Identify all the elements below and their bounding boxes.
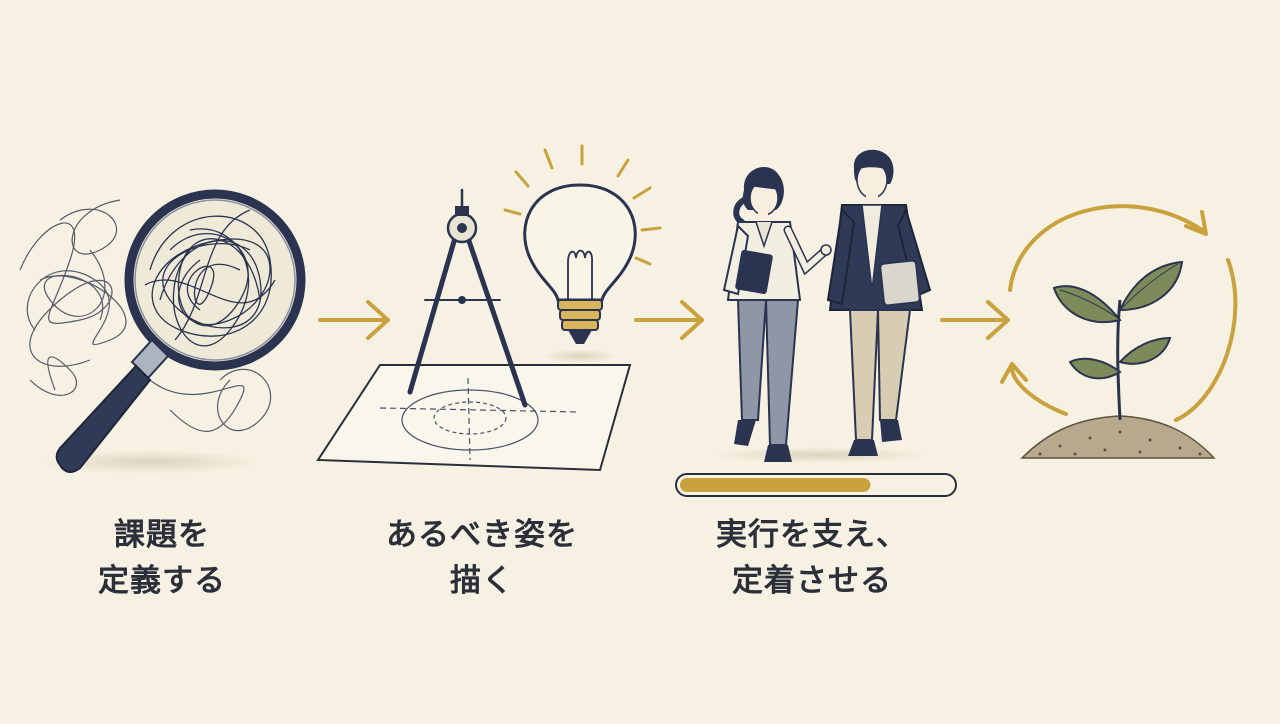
caption-line-2: 定着させる [732,563,892,599]
progress-fill [680,478,871,492]
arrow-right-icon [634,300,704,340]
magnifying-glass-icon [19,189,306,474]
compass-lightbulb-icon [316,144,662,472]
man-figure [826,149,932,456]
step-caption-draw-vision: あるべき姿を 描く [352,512,612,604]
step-caption-define-problem: 課題を 定義する [32,512,292,604]
caption-line-2: 描く [450,563,514,599]
caption-line-1: 実行を支え、 [716,517,908,553]
sprout-cycle-icon [1000,204,1238,459]
caption-line-1: あるべき姿を [386,517,578,553]
arrow-right-icon [940,300,1010,340]
walking-people-icon [710,149,932,463]
step-caption-support-execution: 実行を支え、 定着させる [682,512,942,604]
caption-line-1: 課題を [114,517,210,553]
arrow-right-icon [318,300,390,340]
caption-line-2: 定義する [98,563,226,599]
woman-figure [722,167,832,462]
progress-bar [675,473,957,497]
